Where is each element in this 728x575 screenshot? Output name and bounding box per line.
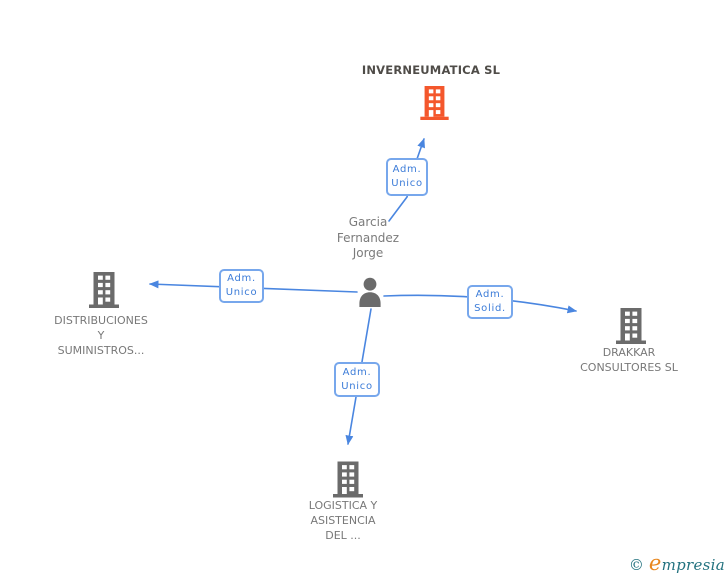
person-name: Garcia Fernandez Jorge [337, 215, 399, 262]
company-name-line: DISTRIBUCIONES [54, 314, 148, 327]
building-icon [616, 307, 646, 345]
copyright-symbol: © [628, 556, 644, 574]
person-node-garcia-fernandez-jorge[interactable] [356, 277, 384, 307]
building-icon [89, 272, 119, 308]
company-node-distribuciones[interactable] [89, 272, 119, 308]
edge-label-adm-unico-top[interactable]: Adm. Unico [386, 158, 428, 196]
edge-label-line: Adm. [475, 289, 505, 300]
company-name-line: LOGISTICA Y [308, 499, 378, 512]
empresia-logo[interactable]: © empresia [629, 551, 725, 575]
company-name-line: DEL ... [325, 529, 361, 542]
edge-label-adm-unico-bottom[interactable]: Adm. Unico [334, 362, 380, 397]
edge-label-adm-solid-right[interactable]: Adm. Solid. [467, 285, 513, 319]
building-icon [419, 86, 450, 120]
company-name-inverneumatica: INVERNEUMATICA SL [361, 63, 501, 77]
company-node-logistica[interactable] [333, 461, 363, 498]
company-name-line: Y [97, 329, 105, 342]
edge-label-line: Unico [391, 178, 423, 189]
company-name-distribuciones: DISTRIBUCIONES Y SUMINISTROS... [54, 313, 148, 358]
person-name-line: Garcia [348, 215, 388, 229]
edge-label-line: Adm. [392, 164, 422, 175]
company-name-line: ASISTENCIA [310, 514, 376, 527]
brand-text: empresia [649, 551, 725, 575]
brand-initial: e [648, 551, 662, 575]
company-name-drakkar: DRAKKAR CONSULTORES SL [580, 345, 678, 375]
company-name-line: CONSULTORES SL [580, 361, 678, 374]
company-node-drakkar[interactable] [616, 307, 646, 345]
company-name-line: SUMINISTROS... [57, 344, 145, 357]
person-name-line: Jorge [352, 246, 384, 260]
edge-label-line: Solid. [474, 303, 506, 314]
company-node-inverneumatica[interactable] [419, 86, 450, 120]
person-icon [359, 277, 381, 307]
edge-label-line: Unico [225, 287, 258, 298]
edge-label-adm-unico-left[interactable]: Adm. Unico [219, 269, 264, 303]
edge-label-line: Adm. [227, 273, 256, 284]
person-name-line: Fernandez [336, 230, 400, 245]
company-name-logistica: LOGISTICA Y ASISTENCIA DEL ... [309, 498, 378, 543]
edge-label-line: Adm. [342, 366, 372, 378]
brand-rest: mpresia [661, 556, 725, 574]
edge-label-line: Unico [341, 380, 373, 392]
building-icon [333, 461, 363, 498]
company-name-line: DRAKKAR [602, 346, 656, 359]
